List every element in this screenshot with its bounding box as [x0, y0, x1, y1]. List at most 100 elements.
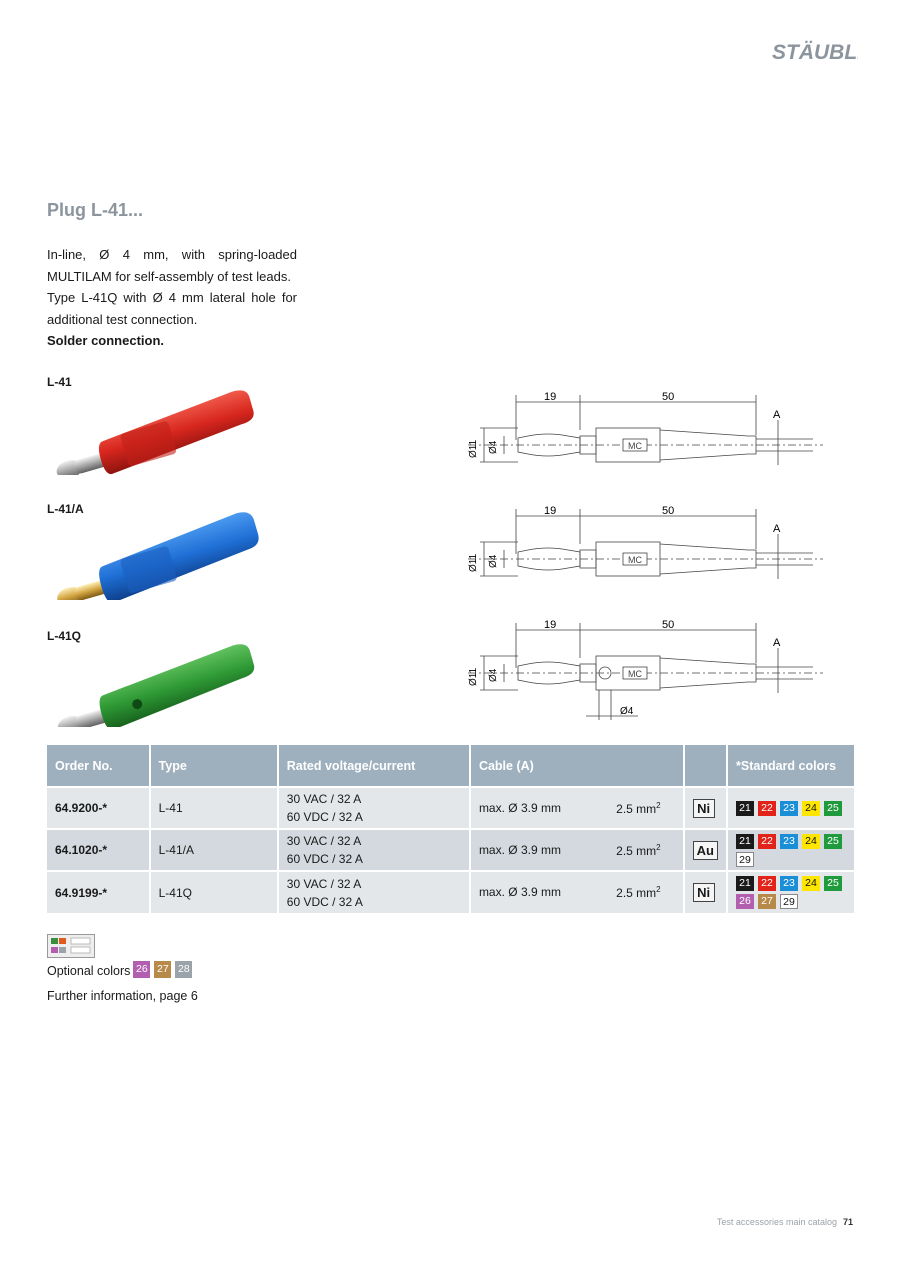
col-type: Type [149, 745, 279, 787]
svg-text:MC: MC [628, 669, 642, 679]
svg-text:Ø11: Ø11 [468, 439, 479, 458]
svg-text:50: 50 [662, 619, 674, 631]
type-cell: L-41 [149, 786, 279, 829]
svg-text:A: A [773, 523, 781, 535]
variant-label-l41a: L-41/A [47, 502, 84, 516]
color-swatch: 21 [736, 876, 754, 891]
rated-ac: 30 VAC / 32 A [286, 792, 362, 806]
intro-line-1: In-line, Ø 4 mm, with spring-loaded MULT… [47, 247, 297, 284]
further-info: Further information, page 6 [47, 989, 198, 1003]
plating-cell: Ni [683, 870, 729, 913]
order-number: 64.9199-* [47, 870, 151, 913]
color-swatch: 23 [780, 800, 798, 816]
svg-text:MC: MC [628, 441, 642, 451]
type-cell: L-41Q [149, 870, 279, 913]
colors-cell: 21 22 23 24 25 26 27 29 [727, 870, 854, 913]
svg-text:A: A [773, 409, 781, 421]
plating-cell: Ni [683, 786, 729, 829]
rated-ac: 30 VAC / 32 A [286, 834, 362, 848]
color-swatch: 27 [758, 894, 776, 909]
page-title: Plug L-41... [47, 200, 144, 220]
footer-catalog: Test accessories main catalog [716, 1217, 837, 1227]
rated-ac: 30 VAC / 32 A [286, 876, 362, 891]
color-swatch: 29 [736, 851, 754, 867]
color-swatch: 22 [758, 833, 776, 849]
col-plating [683, 745, 729, 787]
cable-area: 2.5 mm2 [616, 800, 661, 816]
svg-text:19: 19 [544, 391, 556, 403]
intro-line-2: Type L-41Q with Ø 4 mm lateral hole for … [47, 290, 297, 327]
color-swatch: 22 [758, 876, 776, 891]
plating-cell: Au [683, 828, 729, 871]
plug-image-blue [57, 512, 259, 600]
color-swatch: 23 [780, 833, 798, 849]
drawing-l41q: MC 19 50 A Ø11 Ø4 Ø4 [468, 619, 823, 720]
svg-text:Ø11: Ø11 [468, 667, 479, 686]
color-swatch: 24 [802, 833, 820, 849]
color-swatch: 22 [758, 800, 776, 816]
svg-text:19: 19 [544, 619, 556, 631]
order-number: 64.1020-* [47, 828, 151, 871]
color-swatch: 26 [736, 894, 754, 909]
table-header-row: Order No. Type Rated voltage/current Cab… [47, 745, 854, 787]
cable-diameter: max. Ø 3.9 mm [478, 842, 561, 857]
cable-cell: max. Ø 3.9 mm 2.5 mm2 [469, 828, 685, 871]
svg-text:50: 50 [662, 505, 674, 517]
col-order-no: Order No. [47, 745, 151, 787]
table-row: 64.9200-*L-41 30 VAC / 32 A 60 VDC / 32 A m… [47, 786, 854, 829]
rated-dc: 60 VDC / 32 A [286, 894, 363, 909]
variant-label-l41q: L-41Q [47, 629, 82, 643]
cable-area: 2.5 mm2 [616, 842, 661, 858]
variant-label-l41: L-41 [47, 375, 72, 389]
cable-cell: max. Ø 3.9 mm 2.5 mm2 [469, 786, 685, 829]
color-swatch: 25 [824, 876, 842, 891]
svg-text:50: 50 [662, 391, 674, 403]
table-row: 64.9199-*L-41Q 30 VAC / 32 A 60 VDC / 32 A… [47, 870, 854, 913]
cable-area: 2.5 mm2 [616, 885, 661, 900]
type-cell: L-41/A [149, 828, 279, 871]
svg-text:Ø4: Ø4 [488, 554, 499, 568]
intro-line-3: Solder connection. [47, 333, 165, 348]
optional-color-swatch: 28 [175, 961, 193, 978]
staubli-logo: STÄUBLI [770, 37, 864, 65]
cable-diameter: max. Ø 3.9 mm [478, 800, 561, 815]
intro-text: In-line, Ø 4 mm, with spring-loaded MULT… [47, 244, 297, 352]
col-rated: Rated voltage/current [277, 745, 471, 787]
plating-badge: Ni [692, 798, 715, 818]
logo-text: STÄUBLI [772, 41, 858, 64]
col-cable: Cable (A) [469, 745, 685, 787]
page-footer: Test accessories main catalog 71 [717, 1217, 853, 1227]
optional-color-swatch: 27 [154, 961, 172, 978]
color-selector-icon [47, 934, 95, 958]
svg-text:Ø4: Ø4 [488, 668, 499, 682]
svg-text:19: 19 [544, 505, 556, 517]
plug-image-green [57, 644, 255, 727]
drawing-l41a: MC 19 50 A Ø11 Ø4 [468, 505, 823, 579]
color-swatch: 24 [802, 800, 820, 816]
color-swatch: 23 [780, 876, 798, 891]
color-swatch: 29 [780, 894, 798, 909]
svg-text:A: A [773, 637, 781, 649]
color-swatch: 25 [824, 800, 842, 816]
color-swatch: 21 [736, 800, 754, 816]
color-swatch: 21 [736, 833, 754, 849]
optional-colors-label: Optional colors [47, 964, 131, 978]
rated-cell: 30 VAC / 32 A 60 VDC / 32 A [277, 786, 471, 829]
plating-badge: Ni [692, 883, 715, 902]
color-swatch: 25 [824, 833, 842, 849]
svg-text:Ø4: Ø4 [488, 440, 499, 454]
cable-diameter: max. Ø 3.9 mm [478, 885, 561, 899]
rated-dc: 60 VDC / 32 A [286, 810, 363, 824]
page-number: 71 [842, 1217, 853, 1227]
rated-cell: 30 VAC / 32 A 60 VDC / 32 A [277, 870, 471, 913]
svg-text:MC: MC [628, 555, 642, 565]
cable-cell: max. Ø 3.9 mm 2.5 mm2 [469, 870, 685, 913]
order-number: 64.9200-* [47, 786, 151, 829]
color-swatch: 24 [802, 876, 820, 891]
plating-badge: Au [692, 840, 718, 860]
